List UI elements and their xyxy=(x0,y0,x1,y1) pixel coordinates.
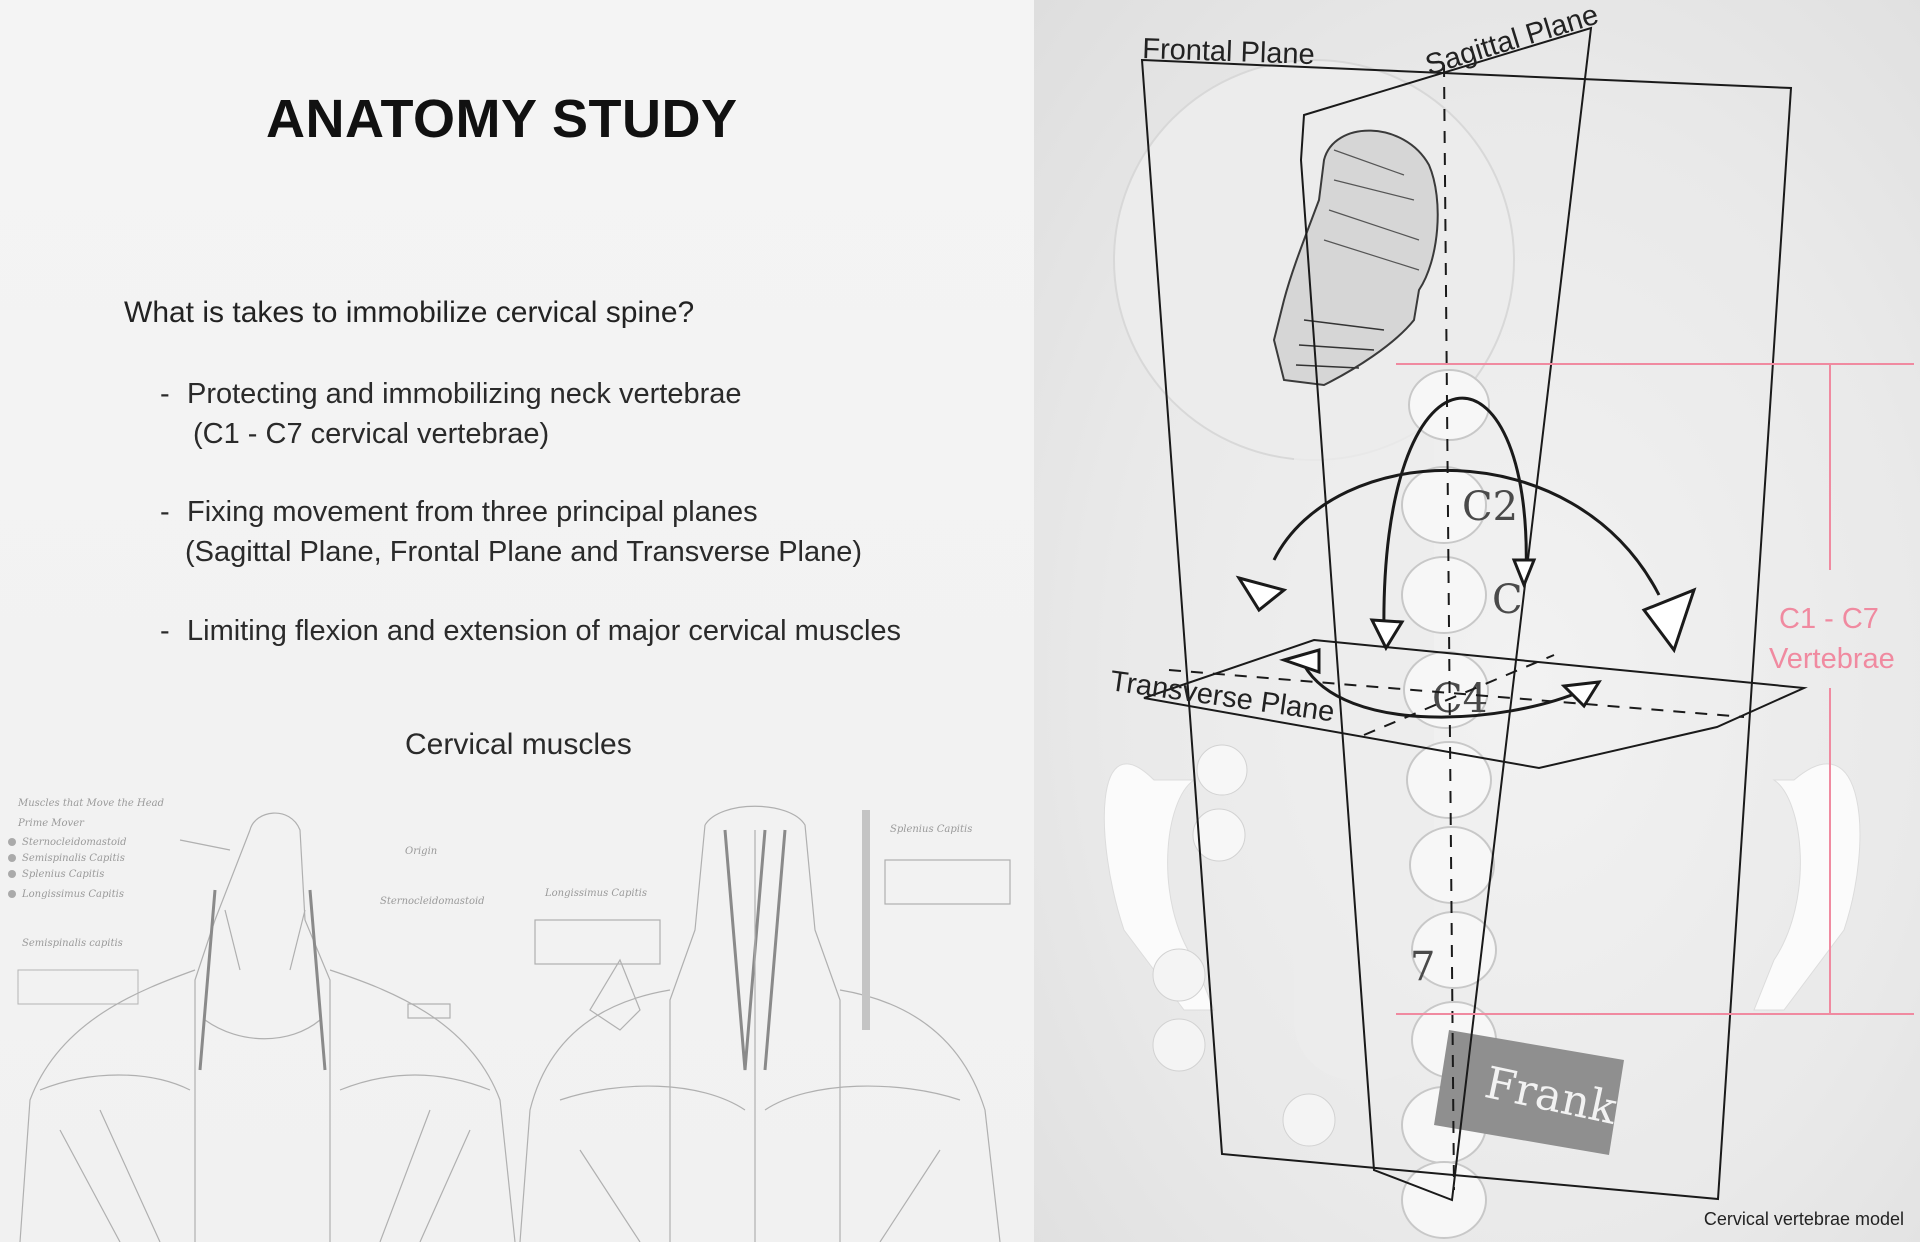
sketch-note-sternocleidomastoid: Sternocleidomastoid xyxy=(380,896,485,907)
arrow-head-down-right-icon xyxy=(1511,558,1537,590)
cervical-planes-diagram: Frank C2 C C4 7 xyxy=(1103,0,1914,1239)
sketch-note-prime-mover: Prime Mover xyxy=(17,818,85,829)
sketch-note-muscles: Muscles that Move the Head xyxy=(17,798,164,809)
name-tag: Frank xyxy=(1434,1030,1624,1155)
vertebra-label: C xyxy=(1492,577,1523,623)
bullet-text: Limiting flexion and extension of major … xyxy=(187,615,902,647)
bullet-dash: - xyxy=(160,496,170,528)
sketch-notes-left: Muscles that Move the Head Prime Mover S… xyxy=(8,798,164,1005)
bullet-subtext: (C1 - C7 cervical vertebrae) xyxy=(193,418,550,450)
bullet-dash: - xyxy=(160,615,170,647)
bullet-dash: - xyxy=(160,378,170,410)
sketch-note-list-item: Longissimus Capitis xyxy=(21,889,124,900)
sketch-note-semispinalis: Semispinalis capitis xyxy=(22,938,123,949)
page-title: ANATOMY STUDY xyxy=(266,89,738,149)
range-label-line1: C1 - C7 xyxy=(1779,603,1879,635)
section-heading-cervical-muscles: Cervical muscles xyxy=(405,728,632,761)
transverse-rotation-arc xyxy=(1302,664,1585,719)
muscle-sketch: Muscles that Move the Head Prime Mover S… xyxy=(8,798,1011,1242)
sketch-note-list-item: Semispinalis Capitis xyxy=(22,853,125,864)
sagittal-rotation-arc xyxy=(1382,396,1528,636)
sketch-note-longissimus: Longissimus Capitis xyxy=(544,888,647,899)
sagittal-plane xyxy=(1299,26,1593,1202)
frontal-plane xyxy=(1140,58,1793,1201)
front-torso-sketch: Sternocleidomastoid Origin xyxy=(19,812,516,1242)
model-photo: Frank C2 C C4 7 xyxy=(1103,59,1861,1239)
vertebra-label: C2 xyxy=(1462,484,1518,530)
vertebra-letter-labels: C2 C C4 7 xyxy=(1410,484,1523,990)
bullet-subtext: (Sagittal Plane, Frontal Plane and Trans… xyxy=(185,536,863,568)
arrow-head-down-left-icon xyxy=(1369,618,1405,652)
sketch-note-splenius: Splenius Capitis xyxy=(890,824,972,835)
photo-caption: Cervical vertebrae model xyxy=(1703,1209,1904,1229)
frontal-plane-label: Frontal Plane xyxy=(1142,33,1316,71)
arrow-head-right-icon xyxy=(1641,587,1697,654)
arrow-head-transverse-left-icon xyxy=(1278,648,1321,675)
bullet-text: Protecting and immobilizing neck vertebr… xyxy=(187,378,742,410)
range-label-line2: Vertebrae xyxy=(1769,643,1895,675)
vertebra-label: 7 xyxy=(1410,944,1435,990)
back-torso-sketch: Splenius Capitis Longissimus Capitis xyxy=(519,805,1011,1242)
right-panel: Frank C2 C C4 7 xyxy=(1034,0,1920,1242)
frontal-rotation-arc xyxy=(1272,469,1661,596)
left-panel: ANATOMY STUDY What is takes to immobiliz… xyxy=(0,0,1034,1242)
skull-drawing xyxy=(1272,129,1439,387)
transverse-plane xyxy=(1143,638,1808,770)
rotation-arrows xyxy=(1235,396,1697,719)
bullet-text: Fixing movement from three principal pla… xyxy=(187,496,758,528)
sketch-note-origin: Origin xyxy=(405,846,437,857)
arrow-head-transverse-right-icon xyxy=(1560,680,1602,709)
sagittal-plane-label: Sagittal Plane xyxy=(1422,0,1603,82)
vertebrae-range-marker xyxy=(1396,363,1914,1015)
question-text: What is takes to immobilize cervical spi… xyxy=(124,296,695,329)
sketch-note-list-item: Splenius Capitis xyxy=(22,869,104,880)
sketch-note-list-item: Sternocleidomastoid xyxy=(22,837,127,848)
arrow-head-left-icon xyxy=(1235,575,1288,613)
